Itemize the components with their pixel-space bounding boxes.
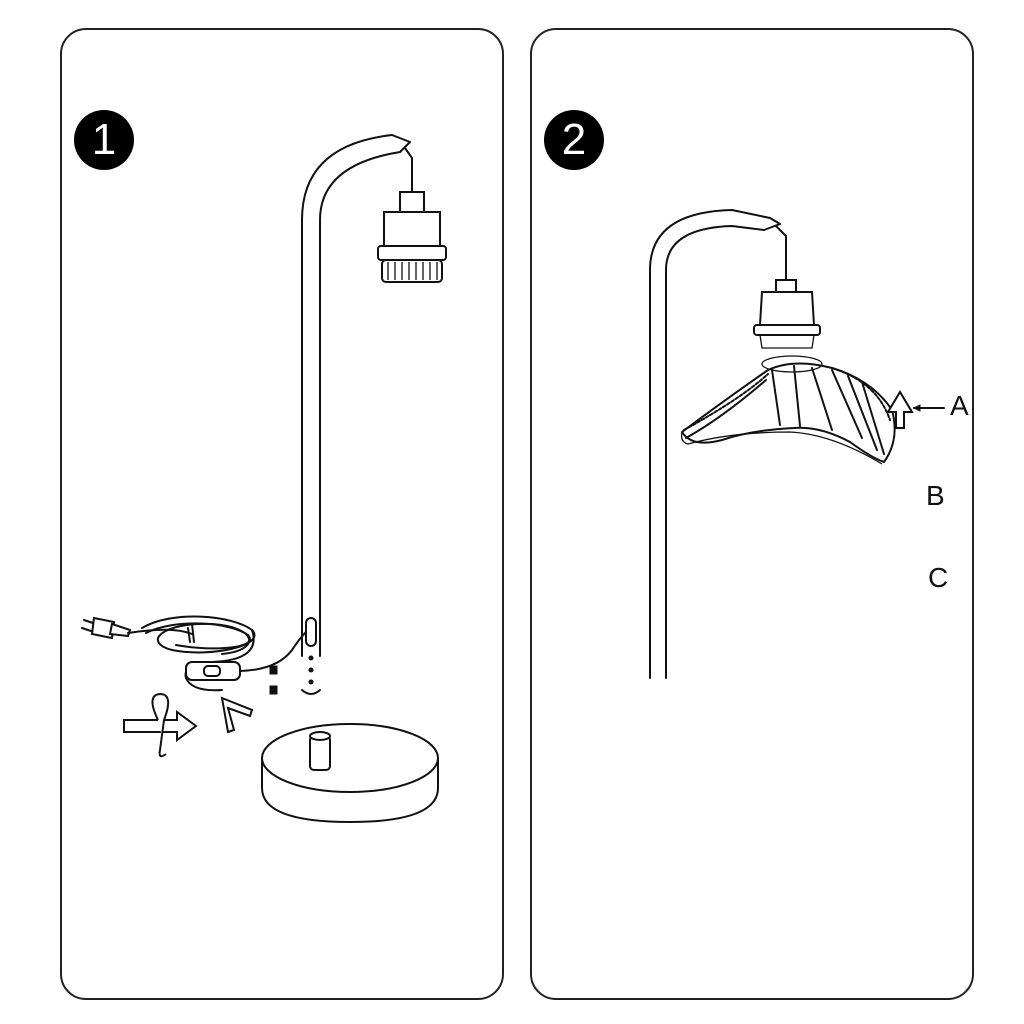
- coiled-cable: [127, 615, 256, 692]
- inline-switch: [185, 631, 307, 681]
- lamp-pole: [649, 209, 781, 679]
- pole-cable-slot: [301, 617, 321, 695]
- step-2-badge: 2: [544, 110, 604, 170]
- step-2-panel: 2 A: [530, 28, 974, 1000]
- up-arrow-icon: [886, 390, 945, 429]
- step-1-badge: 1: [74, 110, 134, 170]
- callout-a: A: [950, 390, 969, 421]
- callout-c: C: [928, 562, 949, 593]
- allen-key-icon: [220, 696, 254, 734]
- socket-cord: [404, 147, 413, 196]
- lamp-pole: [301, 134, 411, 657]
- step-2-illustration: [649, 209, 945, 679]
- woven-shade: [680, 355, 896, 465]
- lamp-socket: [377, 191, 447, 283]
- callout-b: B: [926, 480, 945, 511]
- lamp-base: [261, 723, 439, 824]
- socket-cord: [775, 225, 787, 283]
- step-1-illustration: [81, 134, 447, 824]
- plug-icon: [81, 616, 132, 640]
- screws: [269, 665, 278, 695]
- lamp-socket: [753, 279, 821, 349]
- rotate-arrow-icon: [123, 692, 198, 758]
- step-1-panel: 1: [60, 28, 504, 1000]
